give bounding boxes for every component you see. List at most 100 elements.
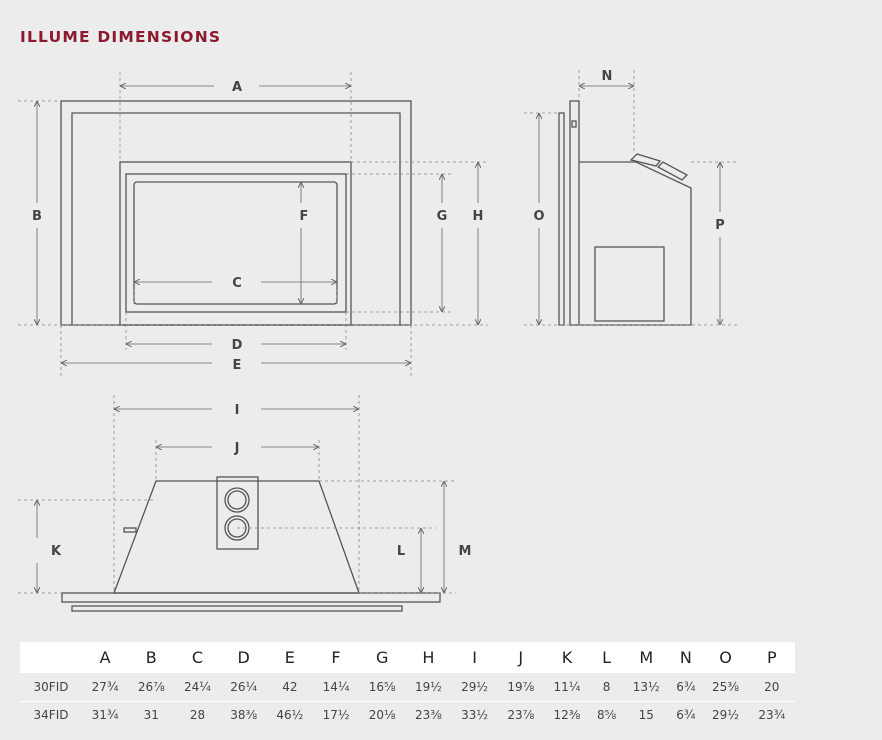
value-cell-p: 20 <box>764 679 780 694</box>
value-cell-h: 19½ <box>414 679 442 694</box>
value-cell-d: 38⅜ <box>220 700 267 729</box>
model-cell: 30FID <box>33 679 69 694</box>
front-glass-frame <box>125 173 347 313</box>
side-dimension-lines <box>539 86 720 325</box>
value-cell-a: 31¾ <box>82 700 129 729</box>
dimension-labels: A B C D E F G H I J K L M N O P <box>32 69 725 559</box>
front-view <box>60 100 412 326</box>
value-cell-j: 23⅞ <box>497 700 544 729</box>
value-cell-b: 31 <box>128 700 175 729</box>
value-cell-o: 29½ <box>702 700 749 729</box>
value-cell-b: 26⅞ <box>137 679 165 694</box>
dim-label-i: I <box>235 403 240 418</box>
column-header-a: A <box>99 648 111 667</box>
top-surround-plate <box>71 605 403 612</box>
column-header-h: H <box>422 648 435 667</box>
dim-label-o: O <box>533 209 544 224</box>
front-glass-opening <box>133 181 338 305</box>
front-dimension-lines <box>37 86 478 363</box>
column-header-b: B <box>145 648 157 667</box>
value-cell-f: 14¼ <box>322 679 350 694</box>
side-vent-collar-2 <box>656 161 689 181</box>
dim-label-e: E <box>233 358 242 373</box>
dim-label-j: J <box>234 441 240 456</box>
column-header-i: I <box>472 648 477 667</box>
column-header-o: O <box>719 648 732 667</box>
column-header-d: D <box>237 648 250 667</box>
front-insert-body <box>119 161 352 326</box>
dimensions-table: A B C D E F G H I J K L M N O P 30FID 27¾ 26⅞ 24¼ 26¼ 42 14¼ 1… <box>20 642 795 729</box>
value-cell-g: 16⅝ <box>368 679 396 694</box>
value-cell-c: 28 <box>174 700 221 729</box>
value-cell-m: 15 <box>623 700 670 729</box>
dim-label-p: P <box>715 218 725 233</box>
side-front-plate <box>569 100 580 326</box>
side-extension-lines <box>524 70 738 326</box>
value-cell-o: 25⅜ <box>712 679 739 694</box>
column-header-j: J <box>518 648 524 667</box>
value-cell-i: 29½ <box>461 679 489 694</box>
dim-label-c: C <box>232 276 242 291</box>
value-cell-e: 42 <box>282 679 298 694</box>
value-cell-m: 13½ <box>632 679 660 694</box>
dimension-drawing: A B C D E F G H I J K L M N O P <box>18 69 738 612</box>
top-vent-box <box>216 476 259 550</box>
value-cell-j: 19⅞ <box>507 679 535 694</box>
front-outer-surround <box>60 100 412 326</box>
front-inner-surround <box>71 112 401 325</box>
dim-label-n: N <box>602 69 613 84</box>
top-vent-pipe-1 <box>224 487 250 513</box>
page-title: ILLUME DIMENSIONS <box>20 28 222 46</box>
value-cell-h: 23⅜ <box>405 700 452 729</box>
value-cell-g: 20⅛ <box>359 700 406 729</box>
side-view <box>558 100 692 326</box>
value-cell-d: 26¼ <box>230 679 258 694</box>
column-header-m: M <box>639 648 654 667</box>
side-latch <box>571 120 577 128</box>
dim-label-m: M <box>459 544 472 559</box>
dim-label-a: A <box>232 80 242 95</box>
dim-label-l: L <box>397 544 405 559</box>
column-header-p: P <box>766 648 777 667</box>
top-front-plate <box>61 592 441 603</box>
value-cell-i: 33½ <box>451 700 498 729</box>
column-header-n: N <box>679 648 692 667</box>
table-header-row: A B C D E F G H I J K L M N O P <box>20 642 795 673</box>
side-vent-collar-1 <box>629 153 662 167</box>
dim-label-b: B <box>32 209 42 224</box>
dim-label-f: F <box>300 209 309 224</box>
table-row: 30FID 27¾ 26⅞ 24¼ 26¼ 42 14¼ 16⅝ 19½ 29½ 19⅞ 11¼ 8 13… <box>20 673 795 701</box>
column-header-e: E <box>284 648 295 667</box>
column-header-k: K <box>561 648 573 667</box>
front-extension-lines <box>18 72 488 377</box>
side-access-panel <box>594 246 665 322</box>
table-body: 30FID 27¾ 26⅞ 24¼ 26¼ 42 14¼ 16⅝ 19½ 29½ 19⅞ 11¼ 8 13… <box>20 673 795 729</box>
value-cell-e: 46½ <box>266 700 313 729</box>
value-cell-n: 6¾ <box>669 700 703 729</box>
top-view <box>61 476 441 612</box>
value-cell-p: 23¾ <box>748 700 795 729</box>
value-cell-k: 12⅜ <box>543 700 591 729</box>
dim-label-d: D <box>232 338 243 353</box>
top-side-tab <box>123 527 137 533</box>
column-header-g: G <box>376 648 389 667</box>
value-cell-a: 27¾ <box>91 679 119 694</box>
dim-label-h: H <box>473 209 484 224</box>
table-corner-cell <box>20 642 82 673</box>
value-cell-c: 24¼ <box>184 679 211 694</box>
dim-label-g: G <box>437 209 448 224</box>
side-body <box>579 161 692 326</box>
top-extension-lines <box>18 395 456 594</box>
value-cell-k: 11¼ <box>553 679 581 694</box>
model-cell: 34FID <box>20 700 82 729</box>
top-dimension-lines <box>37 409 444 593</box>
value-cell-n: 6¾ <box>676 679 696 694</box>
value-cell-l: 8 <box>602 679 611 694</box>
dim-label-k: K <box>51 544 62 559</box>
value-cell-l: 8⅝ <box>590 700 624 729</box>
column-header-f: F <box>331 648 341 667</box>
column-header-c: C <box>191 648 204 667</box>
side-surround-plate <box>558 112 565 326</box>
column-header-l: L <box>602 648 612 667</box>
